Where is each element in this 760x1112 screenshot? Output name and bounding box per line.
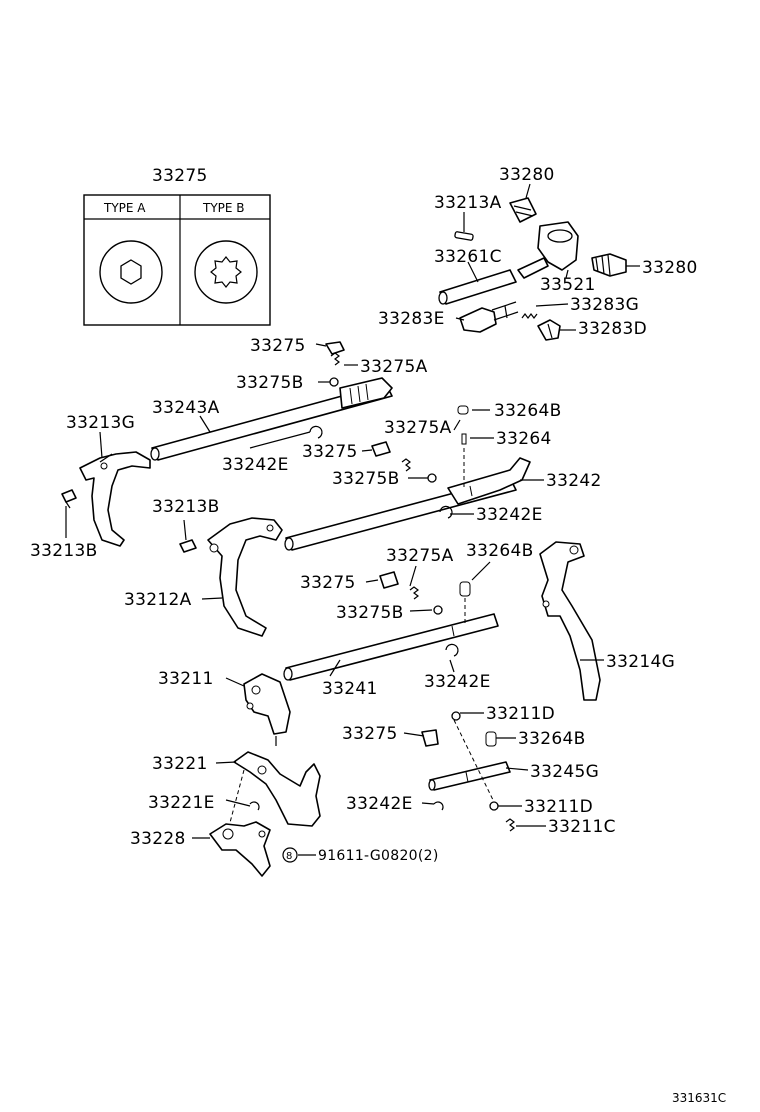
label-33275-c: 33275 [300,573,356,593]
bolt-33213B-center [179,539,197,553]
label-33264B-a: 33264B [494,401,562,421]
label-33211: 33211 [158,669,214,689]
figure-reference-code: 331631C [672,1091,726,1105]
label-33242E-b: 33242E [476,505,543,525]
shaft-33243A [150,377,393,461]
label-33243A: 33243A [152,398,220,418]
detent-bolt-set-1 [325,341,345,387]
label-33283E: 33283E [378,309,445,329]
label-33275-b: 33275 [302,442,358,462]
label-33280-top: 33280 [499,165,555,185]
label-33213A: 33213A [434,193,502,213]
label-33242: 33242 [546,471,602,491]
label-33261C: 33261C [434,247,502,267]
label-33221: 33221 [152,754,208,774]
lever-33211 [243,673,291,746]
leader-lines [65,183,640,856]
svg-text:8: 8 [286,851,292,862]
label-33275-a: 33275 [250,336,306,356]
shift-fork-33212A [207,517,283,637]
label-33241: 33241 [322,679,378,699]
shift-fork-33214G [539,541,601,701]
selector-lever-assembly [438,197,627,341]
washer-type-b-icon [194,240,258,304]
label-33242E-d: 33242E [346,794,413,814]
label-33212A: 33212A [124,590,192,610]
type-b-label: TYPE B [202,201,245,215]
label-33283G: 33283G [570,295,639,315]
label-33275-d: 33275 [342,724,398,744]
label-91611-G0820: 91611-G0820(2) [318,848,439,864]
detent-bolt-set-4 [421,711,515,832]
label-33211D-a: 33211D [486,704,555,724]
detent-bolt-set-2 [371,405,469,490]
label-33213G: 33213G [66,413,135,433]
type-a-label: TYPE A [103,201,146,215]
label-33213B-center: 33213B [152,497,220,517]
label-33264B-b: 33264B [466,541,534,561]
label-33228: 33228 [130,829,186,849]
label-33242E-c: 33242E [424,672,491,692]
lever-33221 [227,751,321,831]
detent-bolt-set-3 [379,571,471,626]
label-33211C: 33211C [548,817,616,837]
label-33280-right: 33280 [642,258,698,278]
label-33275B-c: 33275B [336,603,404,623]
lever-33228 [209,821,271,877]
shaft-33242 [284,457,531,551]
label-33521: 33521 [540,275,596,295]
ring-33221E [249,801,260,811]
label-33283D: 33283D [578,319,647,339]
label-33275B-b: 33275B [332,469,400,489]
bolt-33213B-left [61,489,77,509]
label-33264: 33264 [496,429,552,449]
type-box: TYPE A TYPE B [83,194,271,326]
label-33221E: 33221E [148,793,215,813]
shaft-33245G [428,761,511,791]
label-33275A-c: 33275A [386,546,454,566]
label-33275A-b: 33275A [384,418,452,438]
label-33211D-b: 33211D [524,797,593,817]
label-33242E-a: 33242E [222,455,289,475]
label-33245G: 33245G [530,762,599,782]
label-33275A-a: 33275A [360,357,428,377]
label-33213B-left: 33213B [30,541,98,561]
label-33264B-c: 33264B [518,729,586,749]
washer-type-a-icon [99,240,163,304]
label-33275-group: 33275 [152,166,208,186]
shaft-33241 [283,613,499,681]
shift-fork-33213G [79,451,151,547]
label-33275B-a: 33275B [236,373,304,393]
label-33214G: 33214G [606,652,675,672]
circled-8-icon: 8 [282,847,298,863]
